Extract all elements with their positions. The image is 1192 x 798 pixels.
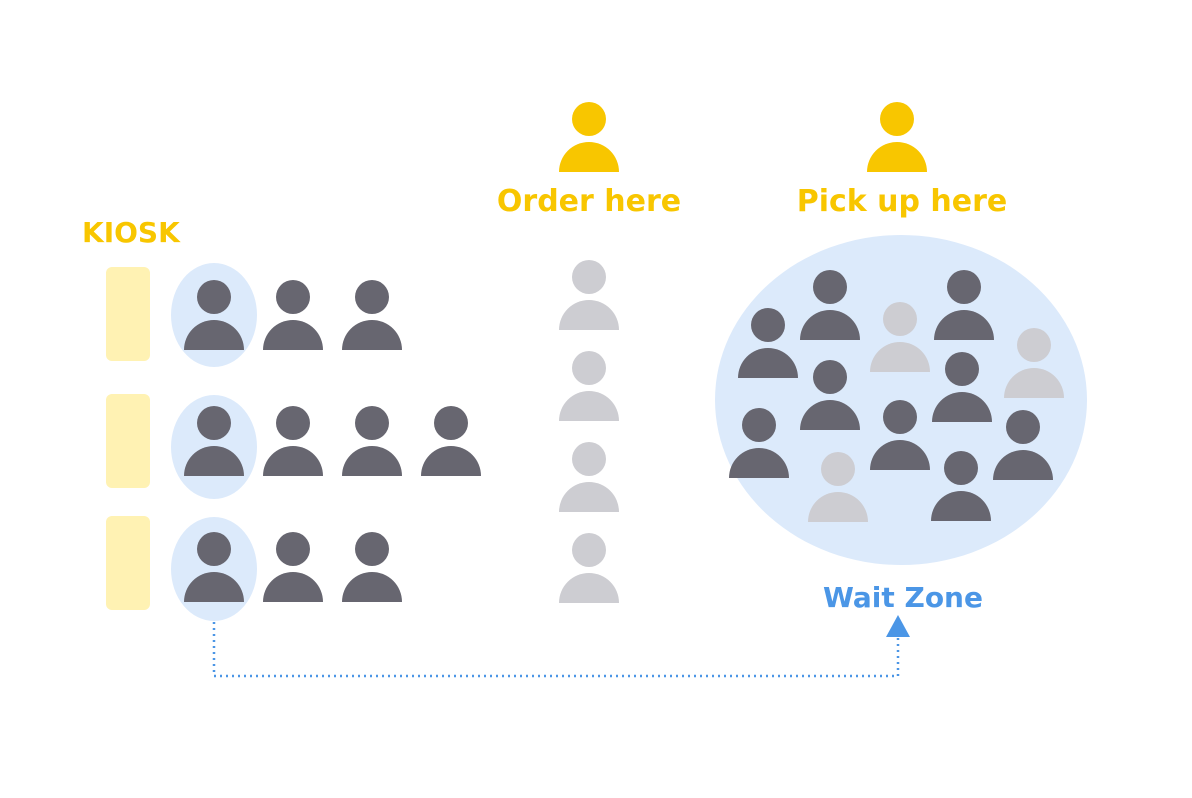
flow-connector-line [212,622,900,678]
person-icon [559,351,619,421]
order-staff-icon [559,102,619,172]
person-icon [342,280,402,350]
person-icon [559,442,619,512]
person-icon [263,280,323,350]
person-icon [559,533,619,603]
front-highlight-1 [171,263,257,367]
pickup-staff-icon [867,102,927,172]
order-here-label: Order here [497,184,681,219]
kiosk-machine-2 [106,394,150,488]
pick-up-here-label: Pick up here [797,184,1008,219]
person-icon [263,406,323,476]
person-icon [342,406,402,476]
wait-zone-area [715,235,1087,565]
person-icon [559,260,619,330]
kiosk-machine-1 [106,267,150,361]
wait-zone-label: Wait Zone [823,581,983,614]
arrow-up-icon [886,615,910,637]
person-icon [263,532,323,602]
kiosk-machine-3 [106,516,150,610]
kiosk-front-highlights [171,263,257,621]
kiosk-label: KIOSK [82,216,181,249]
person-icon [342,532,402,602]
kiosk-machines [106,267,150,610]
person-icon [421,406,481,476]
counter-queue [559,260,619,603]
